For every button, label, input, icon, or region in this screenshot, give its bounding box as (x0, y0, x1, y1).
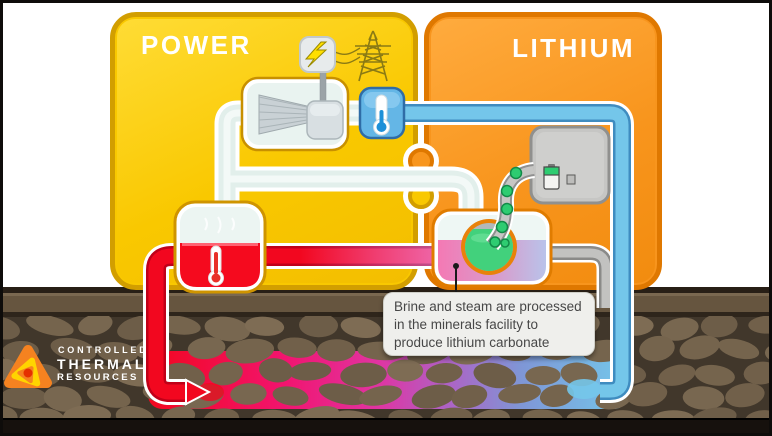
lightning-bolt-icon (304, 41, 328, 68)
steam-pipe-to-turbine (214, 100, 484, 224)
steam-wisps (204, 216, 235, 234)
separator-vessel (173, 200, 267, 294)
production-well-pipe (143, 243, 443, 406)
tooltip-line-3: produce lithium carbonate (394, 335, 550, 350)
power-lines (334, 47, 361, 64)
logo-text-controlled: CONTROLLED (58, 345, 149, 355)
bedrock-strip (0, 418, 772, 436)
tooltip-pointer (453, 263, 459, 294)
cold-thermometer-icon (358, 86, 406, 140)
tooltip-line-1: Brine and steam are processed (394, 299, 582, 314)
company-logo-icon (4, 345, 52, 388)
logo-text-resources: RESOURCES (57, 372, 139, 383)
battery-icon (543, 164, 560, 190)
electricity-icon (299, 36, 336, 73)
minerals-facility (431, 208, 553, 288)
lithium-panel-title: LITHIUM (512, 33, 635, 63)
facility-outlet-pipe (545, 243, 616, 308)
tooltip-line-2: in the minerals facility to (394, 317, 539, 332)
cool-water-pool (567, 379, 601, 399)
logo-text-thermal: THERMAL (57, 356, 147, 372)
lithium-carbonate-dots (485, 162, 536, 251)
transmission-tower-icon (334, 30, 391, 82)
turbine-generator-unit (240, 68, 350, 152)
power-panel-title: POWER (141, 30, 252, 60)
injection-well-pipe (399, 101, 634, 403)
factory-window (566, 174, 576, 185)
generator-shaft (319, 68, 327, 104)
ground-surface-line (0, 287, 772, 293)
battery-factory (529, 125, 611, 205)
process-tooltip: Brine and steam are processed in the min… (383, 292, 595, 356)
brine-flow-arrow (185, 378, 212, 406)
hot-thermometer-icon (208, 245, 224, 286)
